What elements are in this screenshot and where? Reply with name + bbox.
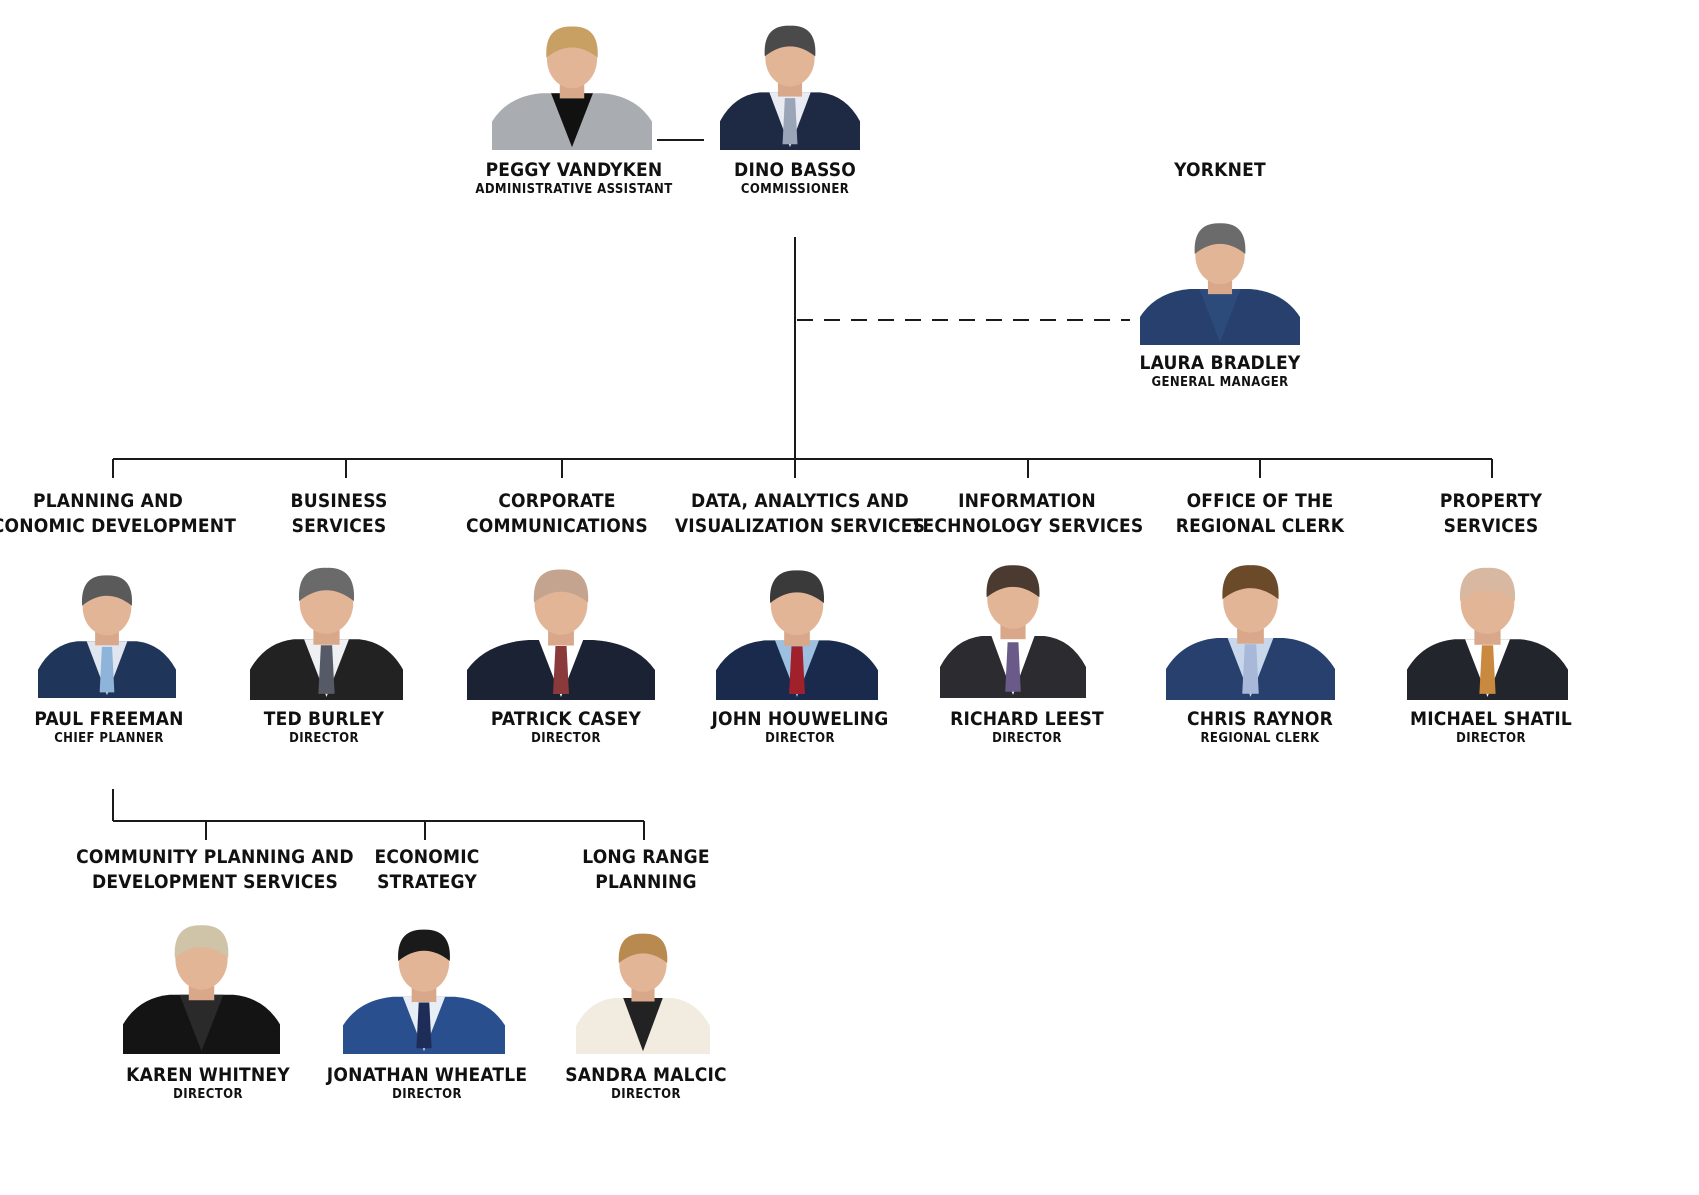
dept-clerk-head-photo: [1166, 545, 1335, 700]
laura-bradley-title: GENERAL MANAGER: [1151, 375, 1289, 390]
subdept-community-heading: COMMUNITY PLANNING AND DEVELOPMENT SERVIC…: [76, 845, 354, 895]
dept-corporate-head-title: DIRECTOR: [531, 731, 601, 746]
dept-business-head-name: TED BURLEY: [263, 708, 385, 730]
dept-property-head-name: MICHAEL SHATIL: [1409, 708, 1573, 730]
laura-bradley-photo: [1140, 205, 1300, 345]
dept-property-heading-line1: PROPERTY: [1439, 490, 1543, 512]
yorknet-label: YORKNET: [1174, 159, 1266, 181]
dept-property-head-title: DIRECTOR: [1456, 731, 1526, 746]
subdept-longrange-heading-line1: LONG RANGE: [582, 846, 710, 868]
peggy-vandyken-photo: [492, 8, 652, 150]
subdept-longrange-head-title: DIRECTOR: [611, 1087, 681, 1102]
dept-business-heading-line2: SERVICES: [291, 515, 387, 537]
dept-planning-head-title: CHIEF PLANNER: [54, 731, 164, 746]
dept-corporate-head-name: PATRICK CASEY: [490, 708, 642, 730]
dept-clerk-head-title: REGIONAL CLERK: [1200, 731, 1320, 746]
subdept-economic-head-name: JONATHAN WHEATLE: [326, 1064, 528, 1086]
dept-data-heading-line1: DATA, ANALYTICS AND: [691, 490, 909, 512]
subdept-longrange-heading: LONG RANGE PLANNING: [582, 845, 709, 895]
dept-planning-heading: PLANNING AND ECONOMIC DEVELOPMENT: [0, 489, 236, 539]
peggy-vandyken-name: PEGGY VANDYKEN: [485, 159, 663, 181]
dept-it-head-photo: [940, 543, 1086, 698]
dept-corporate-heading-line2: COMMUNICATIONS: [466, 515, 648, 537]
dept-corporate-head-photo: [467, 550, 655, 700]
dept-planning-heading-line1: PLANNING AND: [32, 490, 184, 512]
dept-data-head-name: JOHN HOUWELING: [711, 708, 889, 730]
subdept-community-head-title: DIRECTOR: [173, 1087, 243, 1102]
subdept-community-head-photo: [123, 906, 280, 1054]
dept-business-head-title: DIRECTOR: [289, 731, 359, 746]
dept-property-head-photo: [1407, 548, 1568, 700]
dept-clerk-heading: OFFICE OF THE REGIONAL CLERK: [1176, 489, 1344, 539]
dept-corporate-heading-line1: CORPORATE: [498, 490, 616, 512]
subdept-economic-heading-line1: ECONOMIC: [374, 846, 480, 868]
subdept-community-heading-line2: DEVELOPMENT SERVICES: [92, 871, 338, 893]
dept-clerk-heading-line1: OFFICE OF THE: [1186, 490, 1334, 512]
subdept-economic-head-title: DIRECTOR: [392, 1087, 462, 1102]
subdept-economic-heading: ECONOMIC STRATEGY: [374, 845, 479, 895]
dept-planning-head-photo: [38, 556, 176, 698]
dept-it-head-name: RICHARD LEEST: [950, 708, 1104, 730]
subdept-longrange-head-photo: [576, 914, 710, 1054]
dept-clerk-head-name: CHRIS RAYNOR: [1187, 708, 1333, 730]
dept-property-heading-line2: SERVICES: [1443, 515, 1539, 537]
subdept-community-heading-line1: COMMUNITY PLANNING AND: [76, 846, 354, 868]
laura-bradley-name: LAURA BRADLEY: [1139, 352, 1301, 374]
dept-clerk-heading-line2: REGIONAL CLERK: [1175, 515, 1345, 537]
subdept-community-head-name: KAREN WHITNEY: [126, 1064, 290, 1086]
subdept-economic-heading-line2: STRATEGY: [377, 871, 477, 893]
peggy-vandyken-title: ADMINISTRATIVE ASSISTANT: [475, 182, 673, 197]
dino-basso-photo: [720, 6, 860, 150]
dept-business-head-photo: [250, 548, 403, 700]
dept-planning-head-name: PAUL FREEMAN: [34, 708, 184, 730]
dept-it-heading-line1: INFORMATION: [958, 490, 1096, 512]
dept-data-head-photo: [716, 551, 878, 700]
dino-basso-name: DINO BASSO: [734, 159, 856, 181]
dept-business-heading-line1: BUSINESS: [290, 490, 388, 512]
dept-it-heading-line2: TECHNOLOGY SERVICES: [910, 515, 1144, 537]
dept-it-heading: INFORMATION TECHNOLOGY SERVICES: [911, 489, 1144, 539]
dept-business-heading: BUSINESS SERVICES: [291, 489, 388, 539]
subdept-economic-head-photo: [343, 911, 505, 1054]
dept-it-head-title: DIRECTOR: [992, 731, 1062, 746]
subdept-longrange-head-name: SANDRA MALCIC: [565, 1064, 727, 1086]
dept-data-head-title: DIRECTOR: [765, 731, 835, 746]
dept-data-heading: DATA, ANALYTICS AND VISUALIZATION SERVICE…: [675, 489, 925, 539]
subdept-longrange-heading-line2: PLANNING: [595, 871, 697, 893]
dino-basso-title: COMMISSIONER: [740, 182, 850, 197]
dept-property-heading: PROPERTY SERVICES: [1440, 489, 1542, 539]
dept-data-heading-line2: VISUALIZATION SERVICES: [674, 515, 926, 537]
dept-planning-heading-line2: ECONOMIC DEVELOPMENT: [0, 515, 237, 537]
dept-corporate-heading: CORPORATE COMMUNICATIONS: [466, 489, 648, 539]
